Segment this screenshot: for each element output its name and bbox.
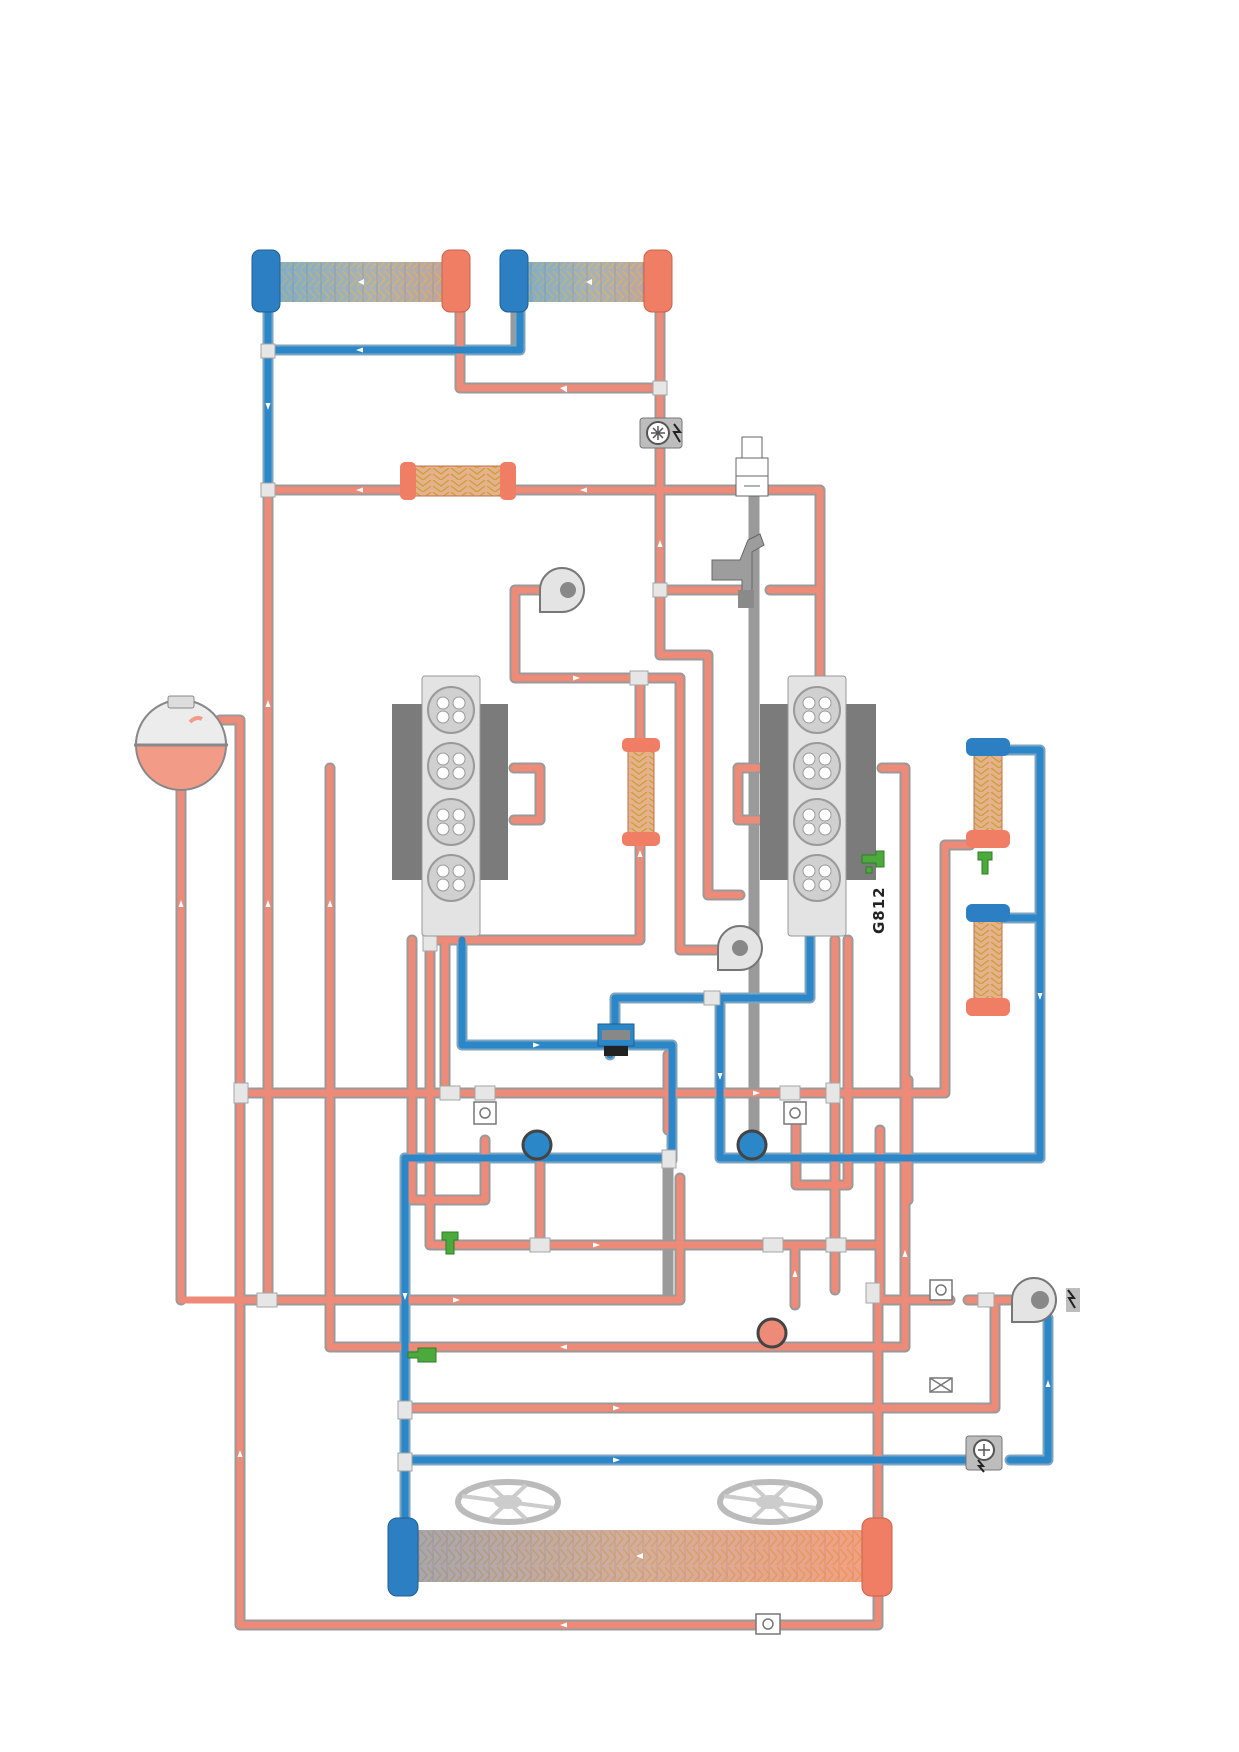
turbocharger-upper <box>539 567 586 613</box>
pipes <box>175 284 1054 1631</box>
radiator-fan-left <box>455 1479 561 1525</box>
sensor-label-g812: G812 <box>870 886 888 934</box>
engine-bank-left <box>392 675 508 937</box>
solenoid-valve <box>735 436 769 497</box>
junctions <box>233 343 995 1472</box>
radiator-fan-right <box>717 1479 823 1525</box>
inline-heater-middle <box>622 738 660 846</box>
circulation-pump-main <box>1011 1277 1080 1323</box>
turbocharger-lower <box>717 925 764 971</box>
radiator-top-right <box>499 249 673 313</box>
electric-pump-top <box>639 417 683 449</box>
main-radiator <box>387 1517 893 1597</box>
thermostat <box>711 533 765 608</box>
temperature-sensors <box>407 850 993 1363</box>
check-valves <box>473 1101 953 1635</box>
circulation-pump-right <box>736 1129 768 1161</box>
shutoff-valve-center <box>597 1023 635 1056</box>
cooler-right-lower <box>966 904 1010 1016</box>
inline-heater-upper <box>400 462 516 500</box>
circulation-pump-left <box>521 1129 553 1161</box>
coolant-sensor-g812 <box>861 850 885 874</box>
radiator-top-left <box>251 249 471 313</box>
expansion-tank <box>134 695 228 791</box>
cooler-right-upper <box>966 738 1010 848</box>
engine-bank-right <box>760 675 876 937</box>
electric-pump-bottom <box>965 1435 1003 1473</box>
circulation-pump-bottom <box>756 1317 788 1349</box>
